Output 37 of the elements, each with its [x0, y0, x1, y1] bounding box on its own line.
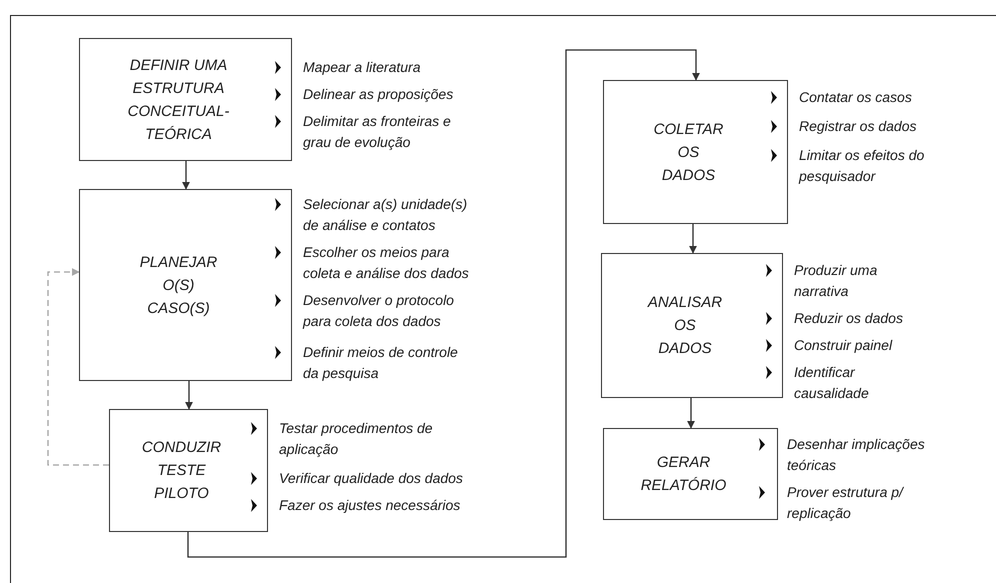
arrow	[687, 398, 695, 429]
step-activity: Escolher os meios para coleta e análise dos dados	[303, 243, 470, 283]
step-activity: Delimitar as fronteiras e grau de evolução	[303, 112, 452, 152]
step-activity: Selecionar a(s) unidade(s) de análise e contatos	[303, 195, 468, 235]
step-title: CONDUZIR TESTE PILOTO	[142, 438, 222, 504]
step-title: ANALISAR OS DADOS	[648, 293, 724, 359]
dashed-arrow	[47, 268, 109, 466]
arrow	[182, 161, 190, 190]
arrow	[689, 224, 697, 254]
process-box	[601, 253, 783, 398]
step-activity: Produzir uma narrativa	[794, 261, 878, 301]
step-activity: Definir meios de controle da pesquisa	[303, 343, 459, 383]
step-activity: Mapear a literatura	[303, 58, 422, 77]
step-activity: Desenvolver o protocolo para coleta dos dados	[303, 291, 455, 331]
step-activity: Construir painel	[794, 336, 894, 355]
step-activity: Registrar os dados	[799, 117, 918, 136]
step-title: DEFINIR UMA ESTRUTURA CONCEITUAL-TEÓRICA	[126, 56, 230, 144]
step-activity: Delinear as proposições	[303, 85, 454, 104]
step-activity: Testar procedimentos de aplicação	[279, 419, 434, 459]
process-box	[79, 38, 292, 161]
process-box	[603, 80, 788, 224]
process-box	[603, 428, 778, 520]
step-activity: Verificar qualidade dos dados	[279, 469, 464, 488]
process-box	[109, 409, 268, 532]
step-title: COLETAR OS DADOS	[654, 120, 724, 186]
step-activity: Contatar os casos	[799, 88, 913, 107]
step-activity: Reduzir os dados	[794, 309, 904, 328]
process-box	[79, 189, 292, 381]
step-activity: Prover estrutura p/ replicação	[787, 483, 905, 523]
step-activity: Limitar os efeitos do pesquisador	[799, 146, 926, 186]
arrow	[187, 49, 700, 558]
step-title: GERAR RELATÓRIO	[640, 453, 728, 496]
step-activity: Identificar causalidade	[794, 363, 870, 403]
step-activity: Fazer os ajustes necessários	[279, 496, 462, 515]
step-title: PLANEJAR O(S) CASO(S)	[140, 252, 218, 318]
step-activity: Desenhar implicações teóricas	[787, 435, 926, 475]
arrow	[185, 381, 193, 410]
